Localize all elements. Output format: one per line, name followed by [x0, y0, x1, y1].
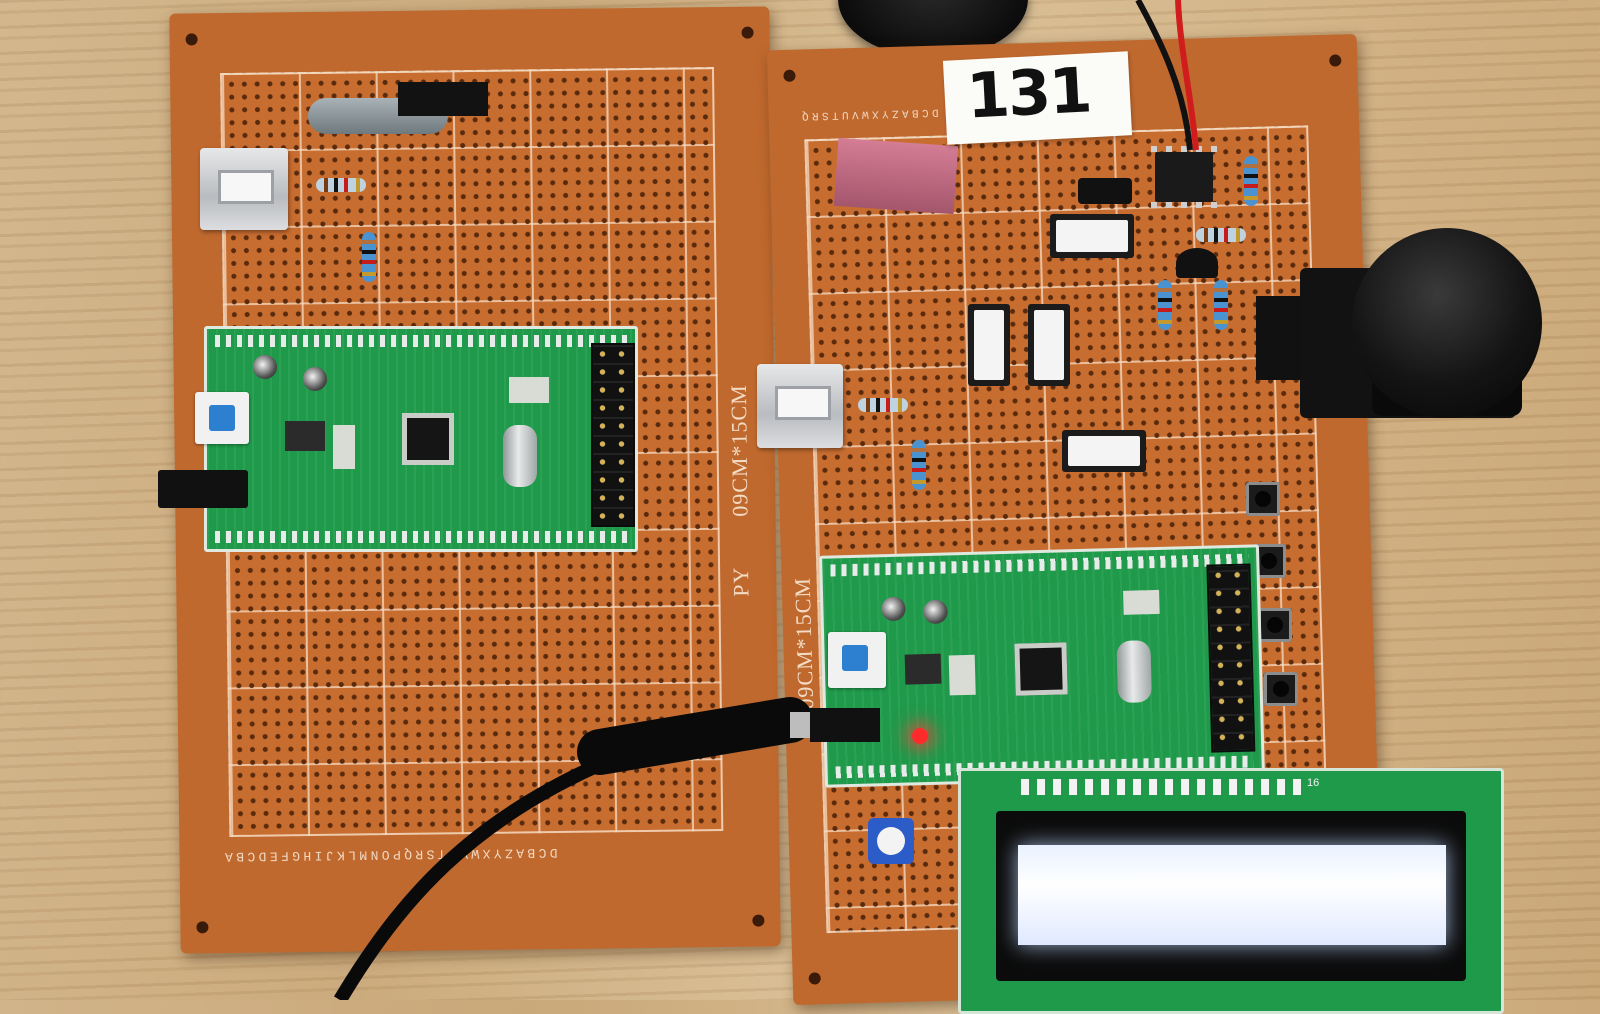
reset-button: [828, 632, 886, 688]
lcd-pin-header: [1021, 779, 1301, 795]
pin-header: [398, 82, 488, 116]
tactile-button: [1264, 672, 1298, 706]
joystick-header: [1256, 296, 1302, 380]
red-wire: [1175, 0, 1199, 151]
resistor: [362, 232, 376, 282]
smd-button: [509, 377, 549, 403]
resistor: [1158, 280, 1172, 330]
capacitor-block: [1078, 178, 1132, 204]
dc-power-jack: [158, 470, 248, 508]
slide-switch: [1050, 214, 1134, 258]
black-wire: [1135, 0, 1193, 151]
transistor: [1176, 248, 1218, 278]
usb-socket-icon: [200, 148, 288, 230]
resistor: [858, 398, 908, 412]
slide-switch: [968, 304, 1010, 386]
resistor: [1196, 228, 1246, 242]
tactile-button: [1258, 608, 1292, 642]
lcd-pin-label: 16: [1307, 777, 1320, 789]
slide-switch: [1028, 304, 1070, 386]
lcd-frame: [996, 811, 1466, 981]
power-led: [912, 728, 928, 744]
pin-row-bottom: [215, 531, 627, 543]
resistor: [912, 440, 926, 490]
stm32-dev-board-left: [204, 326, 638, 552]
resistor: [316, 178, 366, 192]
reset-button: [195, 392, 249, 444]
plug-socket: [810, 708, 880, 742]
power-plug: [577, 697, 813, 775]
capacitor: [303, 367, 327, 391]
slide-switch: [1062, 430, 1146, 472]
pin-header-block: [591, 343, 635, 527]
lcd-1602-module: 16: [958, 768, 1504, 1014]
resistor: [1244, 156, 1258, 206]
regulator: [285, 421, 325, 451]
resistor: [1214, 280, 1228, 330]
crystal: [503, 425, 537, 487]
power-cable-icon: [333, 753, 613, 1000]
smd-component: [333, 425, 355, 469]
ic-chip-8pin: [1151, 146, 1217, 208]
mcu-chip: [402, 413, 454, 465]
joystick-knob: [1352, 228, 1542, 418]
lcd-screen: [1018, 845, 1446, 945]
tactile-button: [1246, 482, 1280, 516]
plug-tip: [790, 712, 812, 738]
capacitor: [253, 355, 277, 379]
trimmer-potentiometer: [868, 818, 914, 864]
pin-row-top: [215, 335, 627, 347]
usb-socket-icon: [757, 364, 843, 448]
